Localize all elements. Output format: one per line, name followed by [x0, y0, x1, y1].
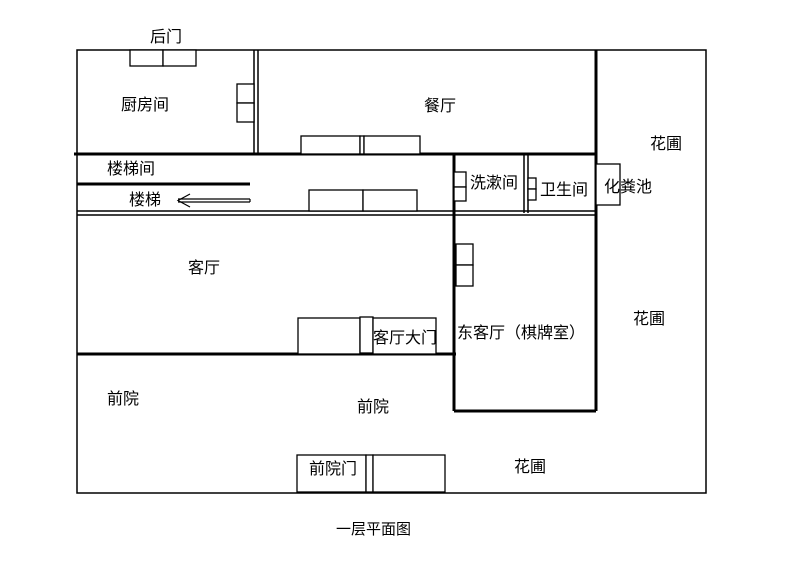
label-back-door: 后门: [150, 27, 182, 46]
label-stairwell: 楼梯间: [107, 159, 155, 178]
kitchen-door-leaf: [236, 102, 255, 123]
washroom-door-leaf: [453, 186, 467, 202]
front-gate-leaf: [365, 454, 374, 493]
living-north-door-leaf: [308, 189, 364, 212]
label-dining: 餐厅: [424, 96, 456, 115]
label-garden-e: 花圃: [633, 309, 665, 328]
label-front-yard: 前院: [357, 397, 389, 416]
stair-arrow-head: [176, 193, 191, 208]
dining-door-leaf: [363, 135, 421, 155]
plan-caption: 一层平面图: [336, 520, 411, 538]
living-main-door-leaf: [359, 316, 374, 354]
dining-door-leaf: [300, 135, 361, 155]
toilet-door-leaf: [527, 188, 537, 201]
kitchen-door-leaf: [236, 83, 255, 104]
toilet-door-leaf: [527, 177, 537, 190]
outer-boundary: [76, 49, 707, 494]
label-front-yard-w: 前院: [107, 389, 139, 408]
east-living-door-leaf: [455, 264, 474, 287]
washroom-door-leaf: [453, 171, 467, 188]
label-stairs: 楼梯: [129, 190, 161, 209]
back-door-leaf: [129, 49, 164, 67]
east-living-door-leaf: [455, 243, 474, 266]
septic-tank: [595, 163, 621, 206]
living-north-door-leaf: [362, 189, 418, 212]
label-living: 客厅: [188, 258, 220, 277]
label-toilet: 卫生间: [540, 180, 588, 199]
back-door-leaf: [162, 49, 197, 67]
label-kitchen: 厨房间: [121, 95, 169, 114]
label-garden-ne: 花圃: [650, 134, 682, 153]
label-east-living: 东客厅（棋牌室）: [457, 323, 585, 342]
label-washroom: 洗漱间: [470, 173, 518, 192]
label-living-door: 客厅大门: [373, 328, 437, 347]
living-main-door-leaf: [372, 317, 437, 355]
label-septic: 化粪池: [604, 177, 652, 196]
front-gate-leaf: [372, 454, 446, 493]
label-front-gate: 前院门: [309, 459, 357, 478]
living-main-door-leaf: [297, 317, 361, 355]
label-garden-s: 花圃: [514, 457, 546, 476]
